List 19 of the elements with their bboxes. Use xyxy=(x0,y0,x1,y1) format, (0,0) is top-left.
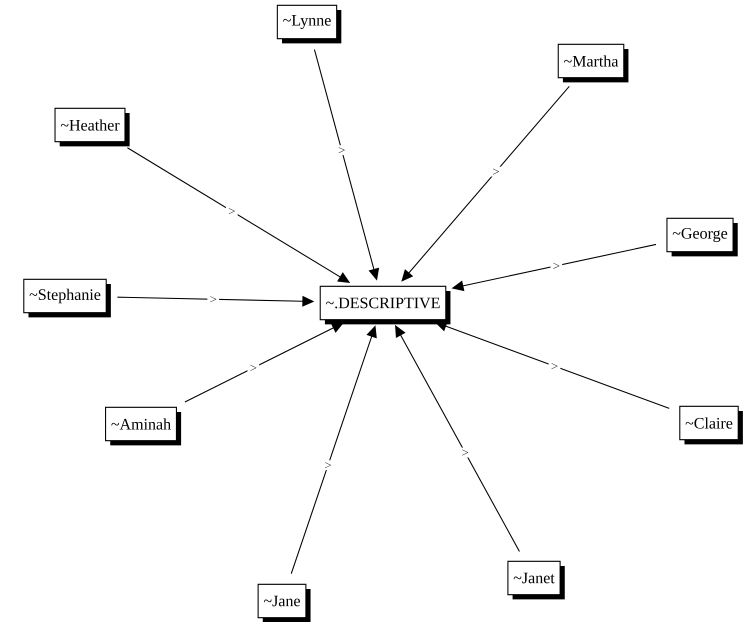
edge-label: > xyxy=(553,262,560,269)
edge-label: > xyxy=(338,147,345,154)
name-box: ~Jane xyxy=(258,584,311,622)
name-box: ~Lynne xyxy=(276,4,342,44)
name-box: ~Claire xyxy=(679,406,743,444)
name-box: ~.DESCRIPTIVE xyxy=(320,286,450,324)
edge-label: > xyxy=(551,363,558,370)
name-box: ~Janet xyxy=(507,560,565,600)
name-box: ~Stephanie xyxy=(23,278,111,318)
name-box: ~George xyxy=(666,218,738,256)
edge-label: > xyxy=(492,168,499,175)
edge-label: > xyxy=(250,364,256,371)
name-box: ~Martha xyxy=(558,44,628,82)
edge-label: > xyxy=(228,208,235,214)
name-box: ~Aminah xyxy=(105,406,182,446)
edge-label: > xyxy=(325,462,332,468)
edge-label: > xyxy=(210,296,216,302)
name-box: ~Heather xyxy=(54,108,130,146)
edge-label: > xyxy=(462,450,468,456)
